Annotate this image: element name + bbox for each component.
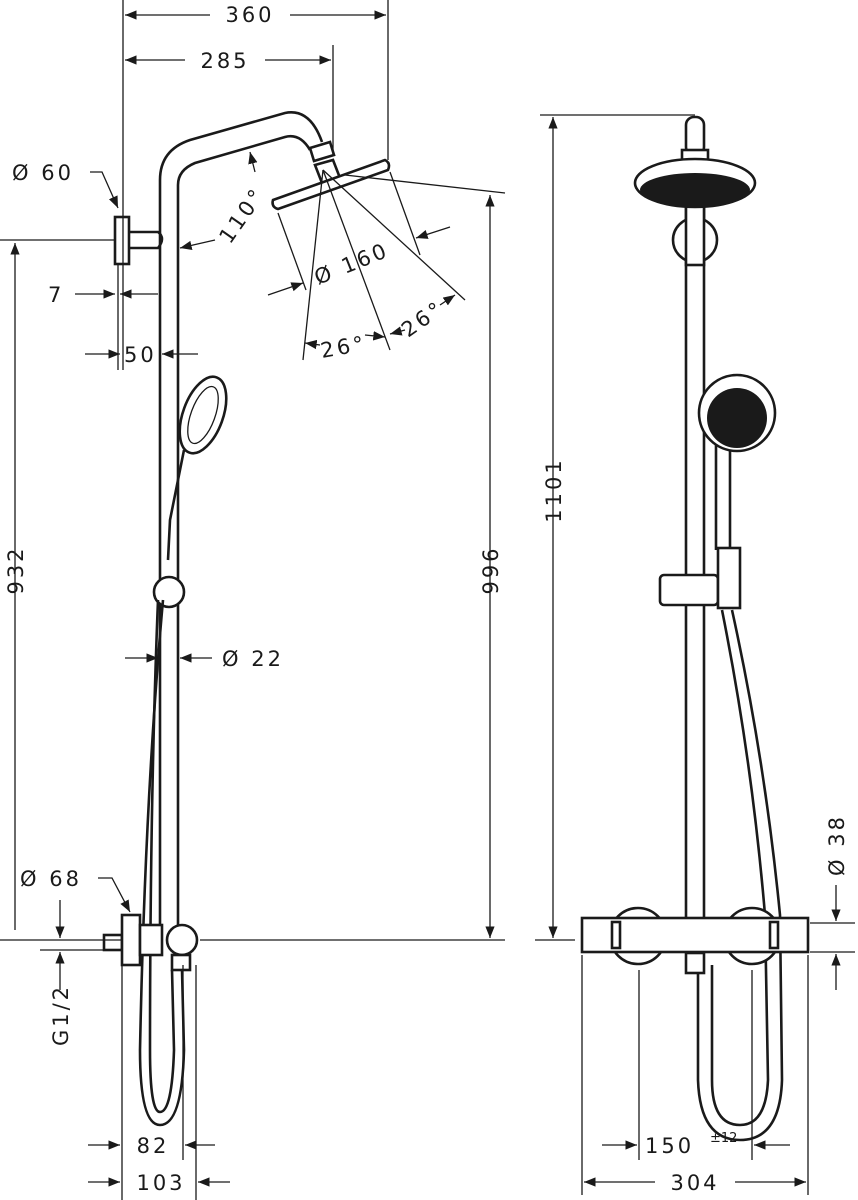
overhead-shower [271,158,391,211]
shower-hose-inner [148,599,176,1114]
dim-304: 304 [670,1171,719,1195]
thermostat-mixer [102,913,199,972]
front-hand-shower [697,373,777,550]
dim-mixer-diameter: Ø 68 [20,867,82,891]
front-hose-inner [710,609,770,1127]
dim-150: 150 [645,1134,694,1158]
front-view: 1101 Ø 38 150 ±12 304 [535,114,855,1195]
front-dimension-lines [535,114,855,1195]
riser-pipe [158,111,324,940]
dim-932: 932 [4,545,28,594]
wall-bracket [113,215,131,266]
bracket-arm [130,230,164,250]
dim-tolerance: ±12 [710,1131,737,1146]
front-slider [658,546,742,610]
dim-360: 360 [225,3,274,27]
dim-spray-left: 26° [319,331,369,363]
dim-mixer-height: Ø 38 [825,814,849,876]
side-view: 360 285 Ø 60 7 50 110° Ø 160 26° 26° Ø 2… [0,0,506,1200]
head-joint [308,140,336,163]
dim-103: 103 [136,1171,185,1195]
front-pipe-cover [684,203,706,267]
dim-7: 7 [48,283,64,307]
side-dimension-lines [0,0,506,1200]
dim-50: 50 [124,343,157,367]
dim-connection: G1/2 [49,984,73,1046]
dim-spray-right: 26° [397,296,449,342]
dim-285: 285 [200,49,249,73]
slider-holder [152,575,186,609]
front-mixer [580,906,810,975]
front-overhead-shower [633,115,757,209]
front-hose [696,609,784,1142]
dim-pipe-diameter: Ø 22 [222,647,284,671]
dim-1101: 1101 [542,457,566,522]
dim-arm-angle: 110° [214,183,270,248]
dim-82: 82 [137,1134,170,1158]
dim-996: 996 [479,545,503,594]
front-riser [684,205,706,920]
hand-shower [166,375,228,561]
dim-bracket-diameter: Ø 60 [12,161,74,185]
